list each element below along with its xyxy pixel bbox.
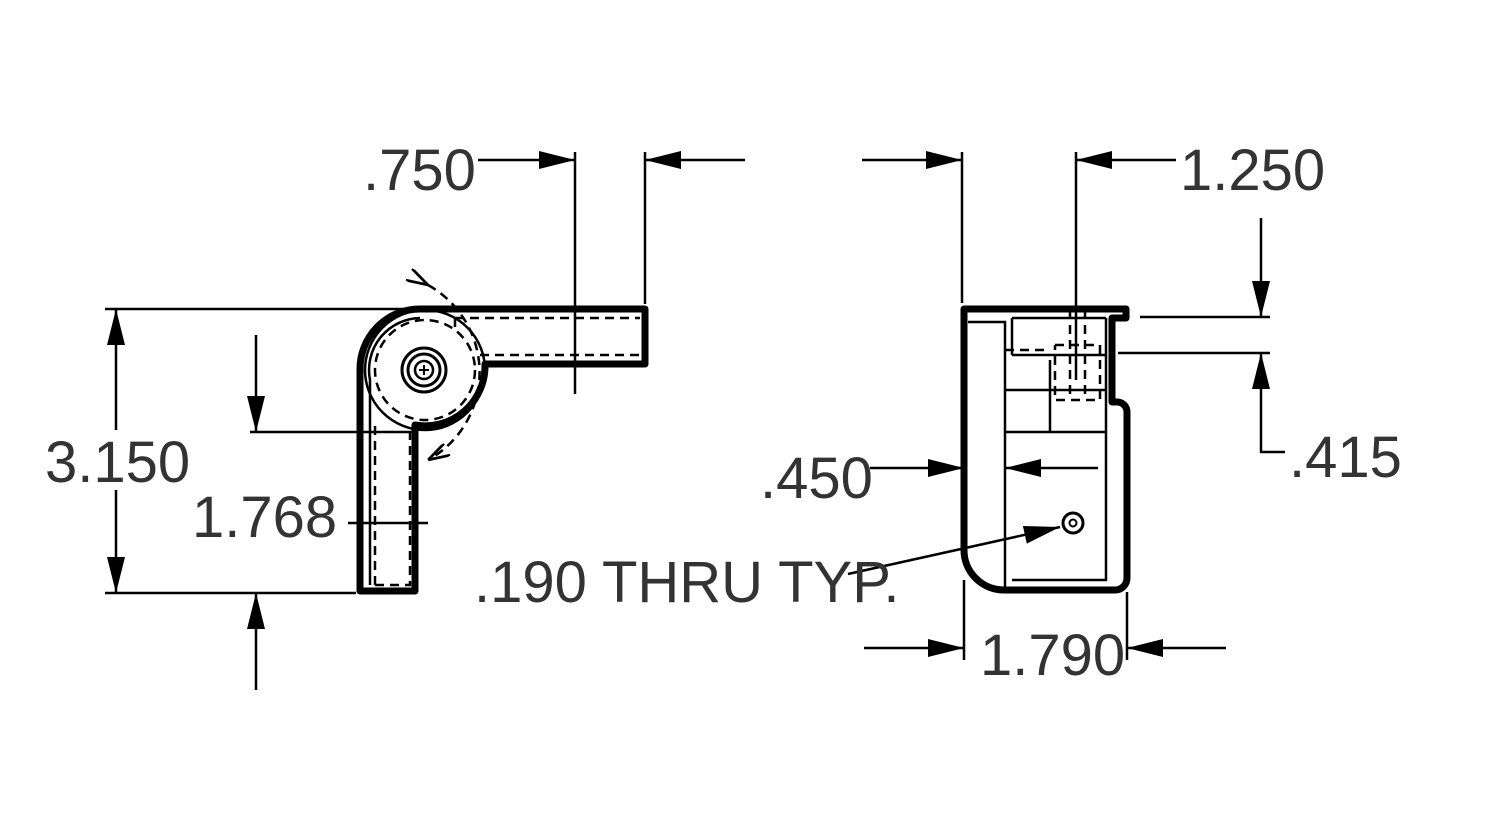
dim-415: .415 xyxy=(1118,218,1402,490)
dim-label-450: .450 xyxy=(760,446,873,511)
rotation-arc xyxy=(428,285,481,460)
dim-1250: 1.250 xyxy=(862,138,1325,380)
dim-label-1768: 1.768 xyxy=(192,485,337,550)
left-hidden-arm xyxy=(453,316,640,357)
left-hidden-leg xyxy=(373,420,412,587)
thru-hole-note: .190 THRU TYP. xyxy=(474,550,900,615)
dim-label-750: .750 xyxy=(363,138,476,203)
right-view: 1.250 .415 .450 1.790 xyxy=(760,138,1402,688)
left-part-outline xyxy=(356,305,649,595)
dim-1790: 1.790 xyxy=(864,580,1226,688)
right-hidden-lines xyxy=(1005,310,1102,402)
thru-hole-icon xyxy=(1061,511,1085,535)
dim-label-415: .415 xyxy=(1289,425,1402,490)
hole-leader xyxy=(847,525,1061,576)
dim-450: .450 xyxy=(760,446,1098,511)
pivot-screw-icon xyxy=(400,346,448,394)
left-view: .750 3.150 1.768 xyxy=(45,138,745,690)
dim-label-1250: 1.250 xyxy=(1180,138,1325,203)
right-part-outline xyxy=(960,305,1131,594)
dim-label-3150: 3.150 xyxy=(45,430,190,495)
dim-1768: 1.768 xyxy=(192,335,428,690)
dim-label-1790: 1.790 xyxy=(980,623,1125,688)
dim-3150: 3.150 xyxy=(45,307,420,595)
dim-750: .750 xyxy=(363,138,745,394)
